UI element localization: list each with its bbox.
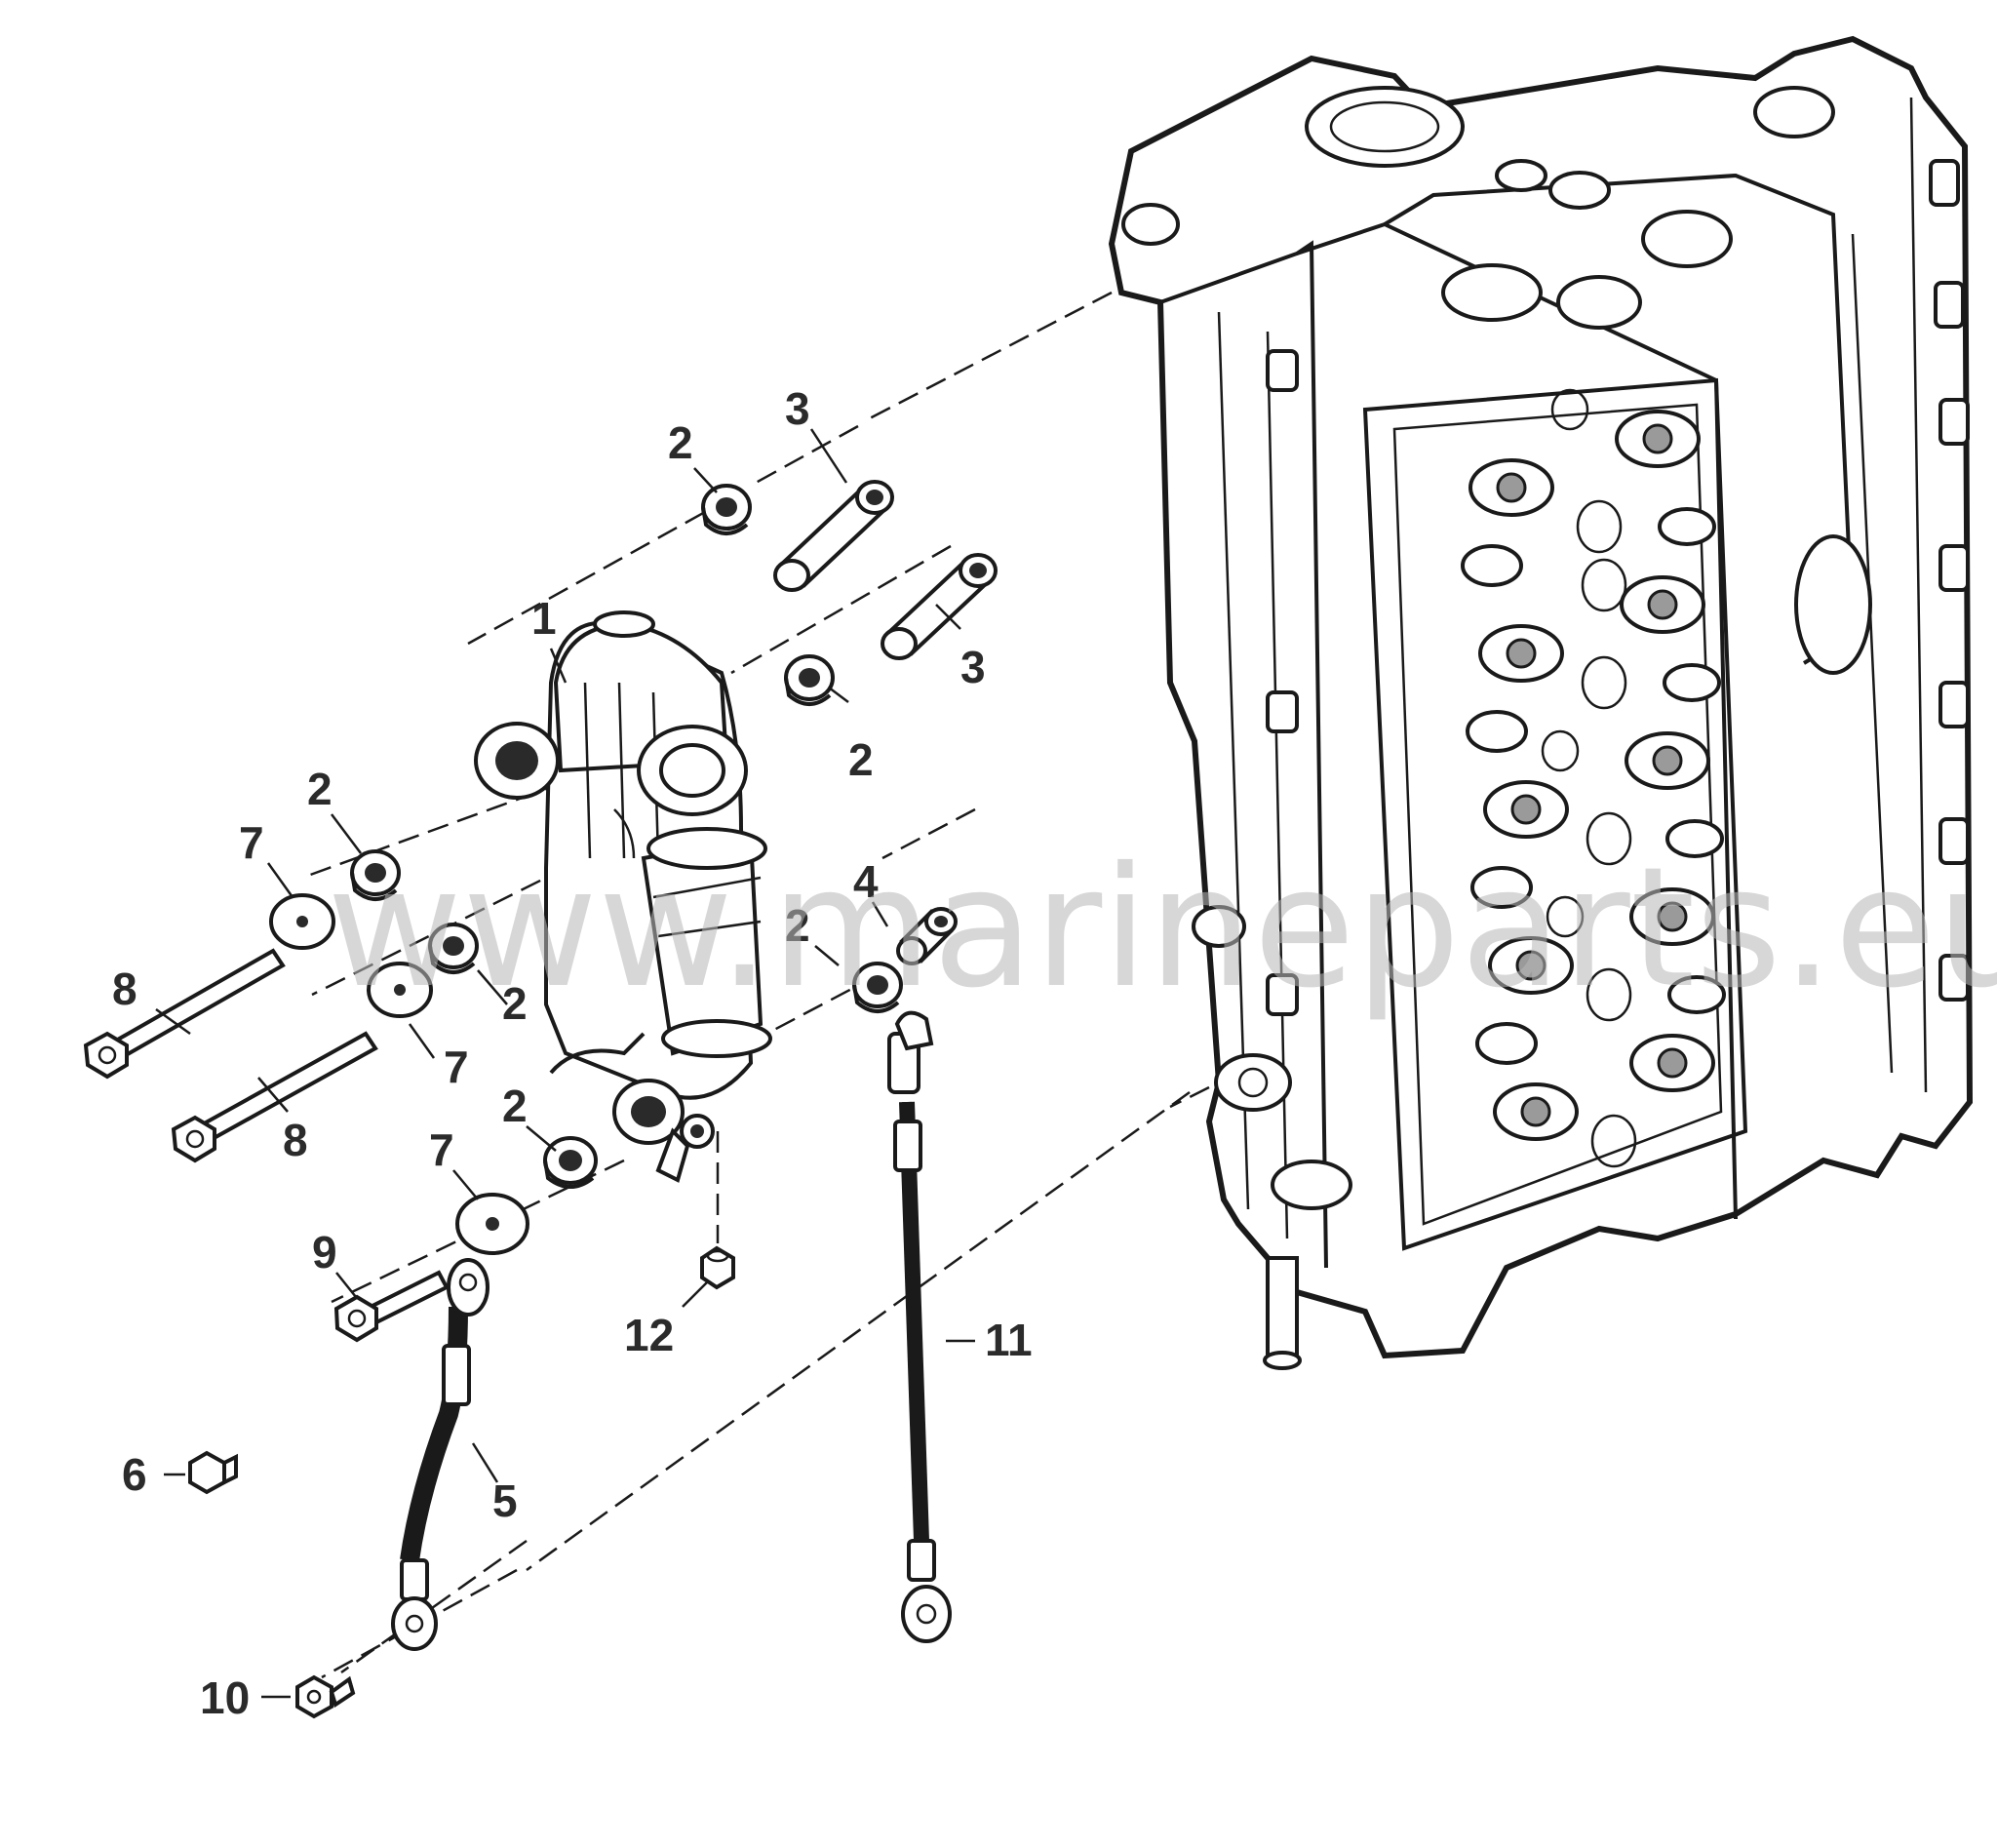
bolt-long-upper [83, 948, 286, 1080]
callout-7-top: 7 [239, 817, 264, 868]
callout-9: 9 [312, 1227, 337, 1278]
engine-block [1108, 35, 1974, 1370]
bolt-short [333, 1270, 450, 1343]
callout-2-solenoid: 2 [785, 900, 810, 951]
bolts [83, 948, 450, 1343]
callout-3-lower: 3 [960, 642, 986, 692]
grommet-left-mid [428, 923, 479, 974]
grommet-upper-right [784, 654, 835, 706]
washer-lower [455, 1193, 529, 1255]
nut-12 [700, 1245, 735, 1290]
callout-12: 12 [624, 1310, 674, 1360]
callout-8-upper: 8 [112, 963, 137, 1014]
battery-cable [887, 1010, 952, 1643]
washer-top [269, 893, 335, 950]
callout-10: 10 [200, 1672, 250, 1723]
grommets [350, 484, 903, 1189]
washers [269, 893, 529, 1255]
callout-2-left-top: 2 [307, 764, 333, 814]
watermark: www.marineparts.eu [327, 832, 1997, 1025]
rocker-column-right [1615, 410, 1726, 1092]
starter-motor [474, 610, 772, 1183]
ground-cable [391, 1258, 489, 1651]
callout-6: 6 [122, 1449, 147, 1500]
callout-7-mid: 7 [444, 1042, 469, 1092]
nut-6 [188, 1450, 238, 1495]
grommet-upper-left [701, 484, 752, 535]
callout-1: 1 [531, 593, 557, 644]
grommet-solenoid [852, 962, 903, 1013]
callout-5: 5 [492, 1475, 518, 1526]
callout-2-upper-left: 2 [668, 417, 693, 468]
washer-mid [367, 962, 433, 1018]
sleeve-upper [773, 480, 894, 592]
callout-2-left-mid: 2 [502, 978, 528, 1029]
callout-2-upper-right: 2 [848, 734, 874, 785]
side-sensors [1266, 159, 1970, 1016]
grommet-lower [543, 1136, 598, 1189]
rocker-column-left [1461, 458, 1579, 1141]
center-bores [1541, 388, 1637, 1168]
callout-8-lower: 8 [283, 1115, 308, 1165]
callout-2-lower: 2 [502, 1081, 528, 1131]
callout-3-upper: 3 [785, 383, 810, 434]
screw-10 [295, 1674, 356, 1719]
callout-11: 11 [985, 1315, 1033, 1365]
grommet-left-top [350, 849, 401, 901]
bolt-long-lower [171, 1031, 378, 1163]
fasteners [188, 1245, 735, 1719]
callout-labels: 1 2 3 3 2 2 7 8 2 7 8 2 7 9 4 2 12 11 6 … [112, 383, 1033, 1723]
callout-4: 4 [853, 856, 879, 907]
callout-7-lower: 7 [429, 1124, 454, 1175]
leader-lines [155, 428, 975, 1699]
sleeve-short [896, 907, 958, 965]
